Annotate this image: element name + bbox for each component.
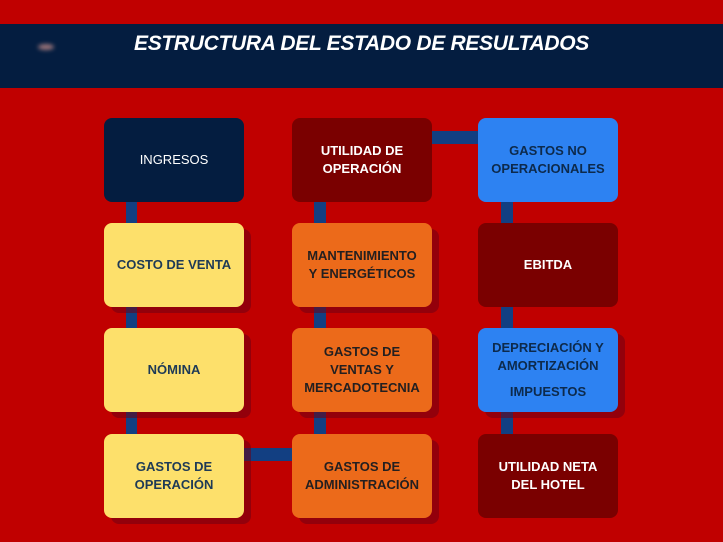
- box-label: VENTAS Y: [330, 362, 394, 377]
- box-gastos-de-administracion: GASTOS DE ADMINISTRACIÓN: [292, 434, 432, 518]
- decorative-glow: [38, 44, 54, 50]
- diagram-title: ESTRUCTURA DEL ESTADO DE RESULTADOS: [133, 32, 590, 55]
- box-gastos-de-ventas-y-mercadotecnia: GASTOS DE VENTAS Y MERCADOTECNIA: [292, 328, 432, 412]
- box-label: OPERACIÓN: [134, 477, 214, 492]
- box-nomina: NÓMINA: [104, 328, 244, 412]
- box-gastos-no-operacionales: GASTOS NO OPERACIONALES: [478, 118, 618, 202]
- box-label: GASTOS DE: [323, 344, 401, 359]
- title-banner: ESTRUCTURA DEL ESTADO DE RESULTADOS: [0, 24, 723, 88]
- box-mantenimiento-y-energeticos: MANTENIMIENTO Y ENERGÉTICOS: [292, 223, 432, 307]
- box-label: OPERACIONALES: [491, 161, 605, 176]
- box-label: Y ENERGÉTICOS: [308, 266, 416, 281]
- box-label: OPERACIÓN: [322, 161, 402, 176]
- box-label-impuestos: IMPUESTOS: [509, 384, 587, 399]
- box-utilidad-neta-del-hotel: UTILIDAD NETA DEL HOTEL: [478, 434, 618, 518]
- box-label: INGRESOS: [139, 152, 209, 167]
- box-label: NÓMINA: [147, 362, 201, 377]
- box-label: EBITDA: [523, 257, 573, 272]
- box-label: AMORTIZACIÓN: [497, 358, 599, 373]
- box-label: MERCADOTECNIA: [304, 380, 420, 395]
- box-ebitda: EBITDA: [478, 223, 618, 307]
- box-label: DEPRECIACIÓN Y: [492, 340, 604, 355]
- box-depreciacion-amortizacion-impuestos: DEPRECIACIÓN Y AMORTIZACIÓN IMPUESTOS: [478, 328, 618, 412]
- box-gastos-de-operacion: GASTOS DE OPERACIÓN: [104, 434, 244, 518]
- box-label: GASTOS NO: [509, 143, 587, 158]
- box-label: MANTENIMIENTO: [307, 248, 417, 263]
- box-ingresos: INGRESOS: [104, 118, 244, 202]
- box-utilidad-de-operacion: UTILIDAD DE OPERACIÓN: [292, 118, 432, 202]
- connector-col1-vertical: [126, 200, 137, 440]
- connector-col1-col2-bottom: [244, 448, 294, 461]
- box-label: GASTOS DE: [323, 459, 401, 474]
- box-label: DEL HOTEL: [511, 477, 585, 492]
- box-label: COSTO DE VENTA: [116, 257, 232, 272]
- box-label: GASTOS DE: [135, 459, 213, 474]
- box-costo-de-venta: COSTO DE VENTA: [104, 223, 244, 307]
- box-label: UTILIDAD NETA: [498, 459, 598, 474]
- connector-col2-col3-top: [430, 131, 480, 144]
- box-label: UTILIDAD DE: [320, 143, 404, 158]
- box-label: ADMINISTRACIÓN: [304, 477, 420, 492]
